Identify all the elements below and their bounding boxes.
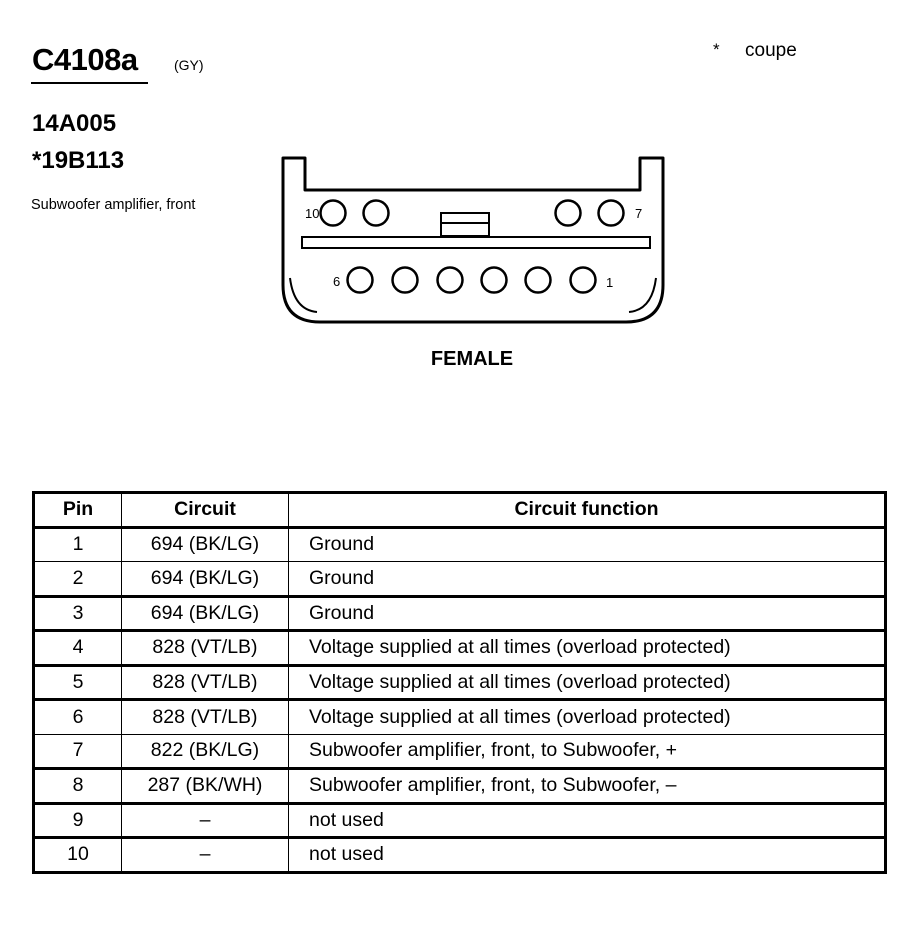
title-underline [31,82,148,84]
function-cell: Voltage supplied at all times (overload … [288,664,886,701]
function-cell: Voltage supplied at all times (overload … [288,630,886,667]
part-number-2: *19B113 [32,147,125,174]
variant-note: * coupe [713,40,797,62]
pin-cavity-3 [480,266,508,294]
table-row: 2 694 (BK/LG) Ground [33,561,886,598]
note-mark: * [713,40,720,59]
pin-cavity-10 [319,199,347,227]
pin-cavity-6 [346,266,374,294]
pin-cavity-2 [524,266,552,294]
function-cell: not used [288,837,886,873]
pin-cell: 5 [33,664,122,701]
circuit-cell: – [121,802,289,839]
connector-housing [281,156,665,324]
function-cell: Ground [288,526,886,562]
pin-cavity-7 [597,199,625,227]
table-row: 7 822 (BK/LG) Subwoofer amplifier, front… [33,733,886,770]
separator-rib [301,236,651,249]
circuit-cell: 694 (BK/LG) [121,561,289,598]
function-cell: not used [288,802,886,839]
function-cell: Ground [288,595,886,632]
connector-id: C4108a [32,42,138,77]
connector-gender-label: FEMALE [430,348,514,370]
part-number-1: 14A005 [32,110,117,137]
pin-cavity-8 [554,199,582,227]
function-cell: Ground [288,561,886,598]
circuit-cell: 694 (BK/LG) [121,595,289,632]
housing-corner-left [289,277,318,313]
circuit-cell: 828 (VT/LB) [121,699,289,735]
pin-cell: 8 [33,768,122,805]
component-description: Subwoofer amplifier, front [31,197,196,213]
pin-label-7: 7 [635,206,642,221]
pin-cavity-1 [569,266,597,294]
locking-tab [440,212,490,237]
connector-color: (GY) [174,57,204,73]
circuit-cell: 287 (BK/WH) [121,768,289,805]
circuit-cell: 828 (VT/LB) [121,664,289,701]
circuit-cell: 694 (BK/LG) [121,526,289,562]
table-row: 9 – not used [33,802,886,839]
table-row: 6 828 (VT/LB) Voltage supplied at all ti… [33,699,886,735]
pin-cell: 1 [33,526,122,562]
pin-cavity-4 [436,266,464,294]
table-row: 3 694 (BK/LG) Ground [33,595,886,632]
pin-cavity-9 [362,199,390,227]
pin-label-6: 6 [333,274,340,289]
circuit-cell: 828 (VT/LB) [121,630,289,667]
table-row: 1 694 (BK/LG) Ground [33,526,886,562]
pin-cavity-5 [391,266,419,294]
note-text: coupe [745,40,797,61]
pin-cell: 6 [33,699,122,735]
header-pin: Pin [33,492,122,529]
table-row: 5 828 (VT/LB) Voltage supplied at all ti… [33,664,886,701]
table-row: 10 – not used [33,837,886,873]
pin-cell: 3 [33,595,122,632]
circuit-cell: – [121,837,289,873]
connector-face-diagram: 10 7 6 1 [281,156,665,324]
housing-corner-right [628,277,657,313]
pinout-table: Pin Circuit Circuit function 1 694 (BK/L… [32,491,887,874]
pin-cell: 4 [33,630,122,667]
table-row: 4 828 (VT/LB) Voltage supplied at all ti… [33,630,886,667]
table-row: 8 287 (BK/WH) Subwoofer amplifier, front… [33,768,886,805]
circuit-cell: 822 (BK/LG) [121,733,289,770]
table-header-row: Pin Circuit Circuit function [33,492,886,529]
header-circuit-function: Circuit function [288,492,886,529]
pin-label-1: 1 [606,275,613,290]
pin-cell: 10 [33,837,122,873]
pin-cell: 7 [33,733,122,770]
function-cell: Subwoofer amplifier, front, to Subwoofer… [288,733,886,770]
pin-label-10: 10 [305,206,319,221]
header-circuit: Circuit [121,492,289,529]
function-cell: Subwoofer amplifier, front, to Subwoofer… [288,768,886,805]
pin-cell: 9 [33,802,122,839]
pin-cell: 2 [33,561,122,598]
function-cell: Voltage supplied at all times (overload … [288,699,886,735]
